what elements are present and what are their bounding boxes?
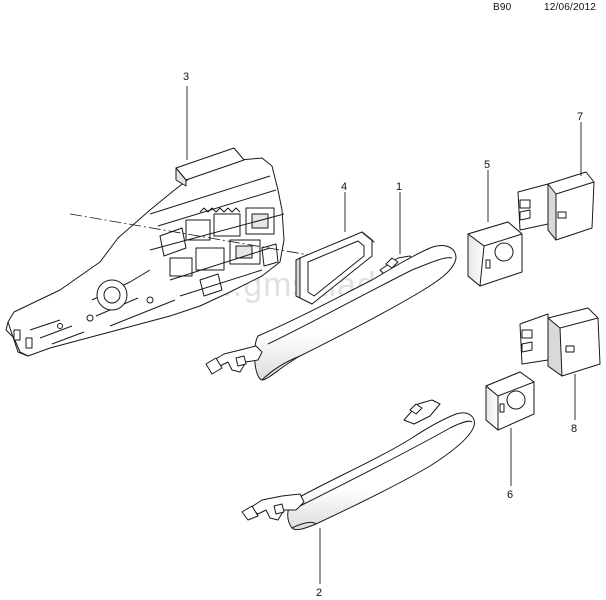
callout-7: 7 (577, 111, 583, 123)
part-6-lock-cap (485, 371, 535, 431)
callout-6: 6 (507, 489, 513, 501)
callout-2: 2 (316, 587, 322, 599)
part-8-end-cap (519, 307, 601, 377)
centerline (69, 213, 351, 263)
diagram-code: B90 (493, 2, 512, 13)
part-3-handle-frame (5, 147, 285, 357)
diagram-date: 12/06/2012 (544, 2, 597, 13)
leader-lines (186, 86, 582, 584)
callout-1: 1 (396, 181, 402, 193)
part-1-outer-handle (205, 245, 457, 381)
callout-4: 4 (341, 181, 347, 193)
part-5-lock-cap (467, 221, 523, 287)
callout-labels: 3 4 1 5 7 8 6 2 (183, 71, 583, 599)
part-7-end-cap (517, 171, 595, 241)
part-2-outer-handle (241, 399, 475, 531)
part-4-gasket (295, 231, 375, 305)
callout-8: 8 (571, 423, 577, 435)
callout-3: 3 (183, 71, 189, 83)
callout-5: 5 (484, 159, 490, 171)
